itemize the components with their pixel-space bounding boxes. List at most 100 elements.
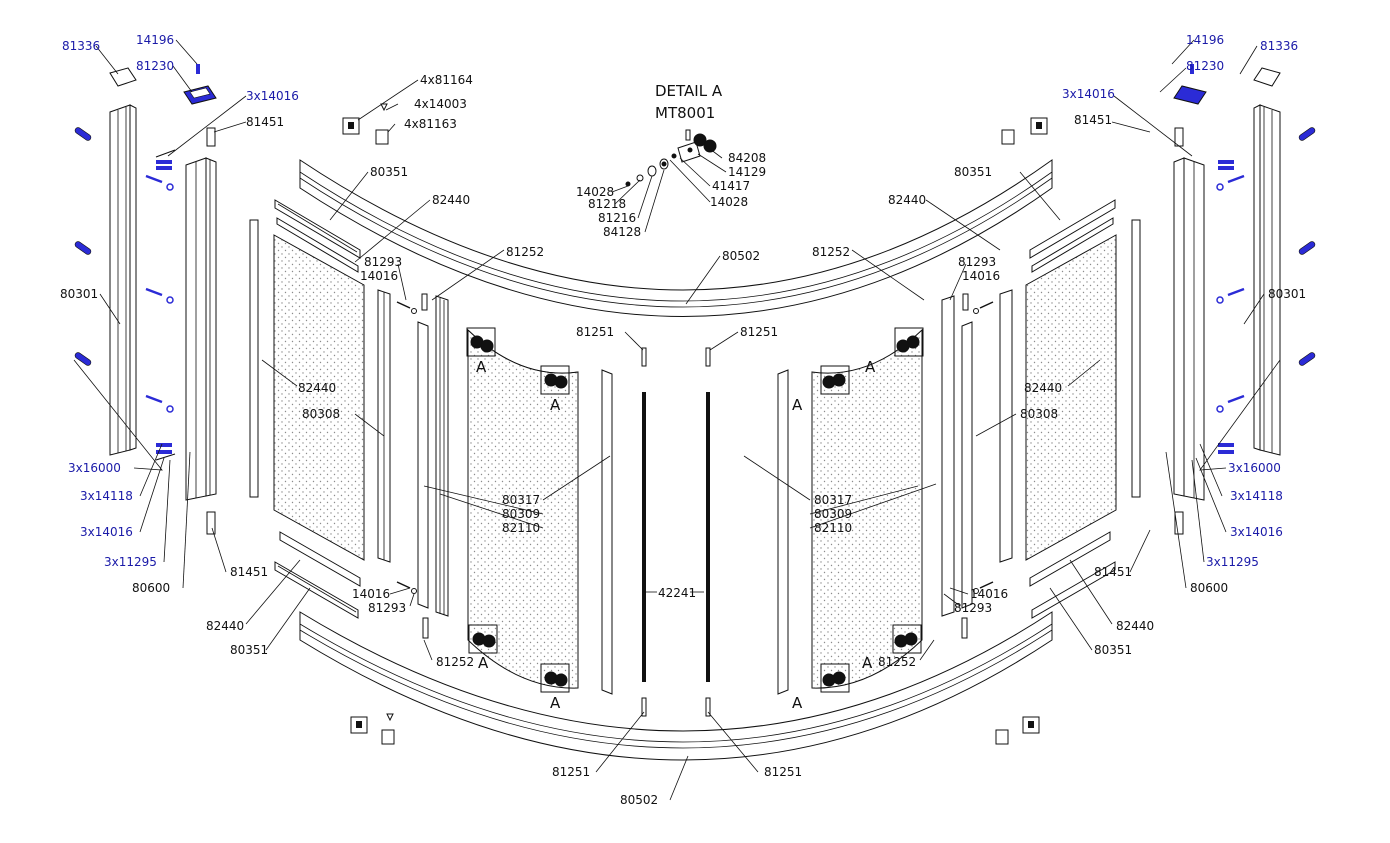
label-82110: 82110 xyxy=(502,521,540,535)
label-81251-top: 81251 xyxy=(576,325,614,339)
seals-top-left xyxy=(274,199,361,273)
bottom-curved-rail xyxy=(299,611,1053,761)
label-3x11295: 3x11295 xyxy=(104,555,157,569)
pin-81251-tl xyxy=(641,347,647,367)
wall-plugs-left xyxy=(74,127,92,366)
label-80502-top: 80502 xyxy=(722,249,760,263)
label-80308: 80308 xyxy=(302,407,340,421)
label-80351-bot: 80351 xyxy=(230,643,268,657)
labels-right: 14196 81336 81230 3x14016 81451 80351 82… xyxy=(740,33,1306,779)
label-r81336: 81336 xyxy=(1260,39,1298,53)
label-r81451-bot: 81451 xyxy=(1094,565,1132,579)
label-r80317: 80317 xyxy=(814,493,852,507)
label-r81251-bot: 81251 xyxy=(764,765,802,779)
clip-top-left xyxy=(206,127,216,147)
seals-bot-left xyxy=(274,531,361,619)
screws-left xyxy=(145,149,176,461)
label-r81252-bot: 81252 xyxy=(878,655,916,669)
label-r82440-bot: 82440 xyxy=(1116,619,1154,633)
leader-lines xyxy=(73,39,1281,801)
label-r3x14016-bot: 3x14016 xyxy=(1230,525,1283,539)
label-84128: 84128 xyxy=(603,225,641,239)
label-14016-top: 14016 xyxy=(360,269,398,283)
label-81451-bot: 81451 xyxy=(230,565,268,579)
top-caps-left xyxy=(109,64,217,105)
label-81336: 81336 xyxy=(62,39,100,53)
label-r80600: 80600 xyxy=(1190,581,1228,595)
magnet-strip-left xyxy=(249,219,259,498)
label-80600: 80600 xyxy=(132,581,170,595)
marker-a-4: A xyxy=(550,694,561,712)
label-80351-top: 80351 xyxy=(370,165,408,179)
label-r80309: 80309 xyxy=(814,507,852,521)
label-r81293-bot: 81293 xyxy=(954,601,992,615)
detail-markers: A A A A A A A A xyxy=(476,358,876,712)
label-81293-top: 81293 xyxy=(364,255,402,269)
label-81252-bot: 81252 xyxy=(436,655,474,669)
label-41417: 41417 xyxy=(712,179,750,193)
small-blocks-top-left xyxy=(342,103,389,145)
marker-a-2: A xyxy=(550,396,561,414)
door-profile-left xyxy=(601,369,613,695)
marker-a-7: A xyxy=(862,654,873,672)
marker-a-3: A xyxy=(478,654,489,672)
label-3x14016-bot: 3x14016 xyxy=(80,525,133,539)
profile-82110-left xyxy=(417,295,449,617)
pin-81251-bl xyxy=(641,697,647,717)
label-r3x14118: 3x14118 xyxy=(1230,489,1283,503)
label-82440-top: 82440 xyxy=(432,193,470,207)
label-r81293-top: 81293 xyxy=(958,255,996,269)
marker-a-5: A xyxy=(865,358,876,376)
label-r80351-top: 80351 xyxy=(954,165,992,179)
profile-80308-left xyxy=(377,289,391,563)
rollers-left-door xyxy=(466,327,570,693)
label-14016-bot: 14016 xyxy=(352,587,390,601)
label-80301: 80301 xyxy=(60,287,98,301)
label-r80308: 80308 xyxy=(1020,407,1058,421)
screws-81293-left xyxy=(396,301,417,594)
label-80309: 80309 xyxy=(502,507,540,521)
label-r14016-top: 14016 xyxy=(962,269,1000,283)
marker-a-8: A xyxy=(792,694,803,712)
label-81251-bot: 81251 xyxy=(552,765,590,779)
clip-bot-left xyxy=(206,511,216,535)
pin-81251-br xyxy=(705,697,711,717)
right-side-assembly xyxy=(777,64,1316,745)
label-14028-a: 14028 xyxy=(576,185,614,199)
label-r81230: 81230 xyxy=(1186,59,1224,73)
label-r81451-top: 81451 xyxy=(1074,113,1112,127)
label-r14016-bot: 14016 xyxy=(970,587,1008,601)
stop-81252-top-left xyxy=(421,293,428,311)
label-81230: 81230 xyxy=(136,59,174,73)
label-84208: 84208 xyxy=(728,151,766,165)
label-r80301: 80301 xyxy=(1268,287,1306,301)
label-82440-bot: 82440 xyxy=(206,619,244,633)
label-4x81164: 4x81164 xyxy=(420,73,473,87)
pin-81251-tr xyxy=(705,347,711,367)
label-r81252-top: 81252 xyxy=(812,245,850,259)
detail-model: MT8001 xyxy=(655,104,715,122)
label-42241: 42241 xyxy=(658,586,696,600)
label-4x14003: 4x14003 xyxy=(414,97,467,111)
fixed-glass-left xyxy=(273,234,365,561)
adjust-profile-left xyxy=(185,157,217,501)
strip-42241-left xyxy=(642,392,646,682)
label-14196: 14196 xyxy=(136,33,174,47)
label-r3x14016-top: 3x14016 xyxy=(1062,87,1115,101)
label-3x14118: 3x14118 xyxy=(80,489,133,503)
wall-profile-left xyxy=(109,104,137,456)
labels-left: 81336 14196 81230 3x14016 4x81164 4x1400… xyxy=(60,33,614,779)
label-80502-bot: 80502 xyxy=(620,793,658,807)
marker-a-1: A xyxy=(476,358,487,376)
label-82440-mid: 82440 xyxy=(298,381,336,395)
label-14129: 14129 xyxy=(728,165,766,179)
label-r82440-top: 82440 xyxy=(888,193,926,207)
label-81293-bot: 81293 xyxy=(368,601,406,615)
strip-42241-right xyxy=(706,392,710,682)
label-r3x11295: 3x11295 xyxy=(1206,555,1259,569)
labels-center: DETAIL A MT8001 14028 81218 81216 84128 … xyxy=(576,82,766,807)
label-r14196: 14196 xyxy=(1186,33,1224,47)
label-r81251-top: 81251 xyxy=(740,325,778,339)
label-r80351-bot: 80351 xyxy=(1094,643,1132,657)
